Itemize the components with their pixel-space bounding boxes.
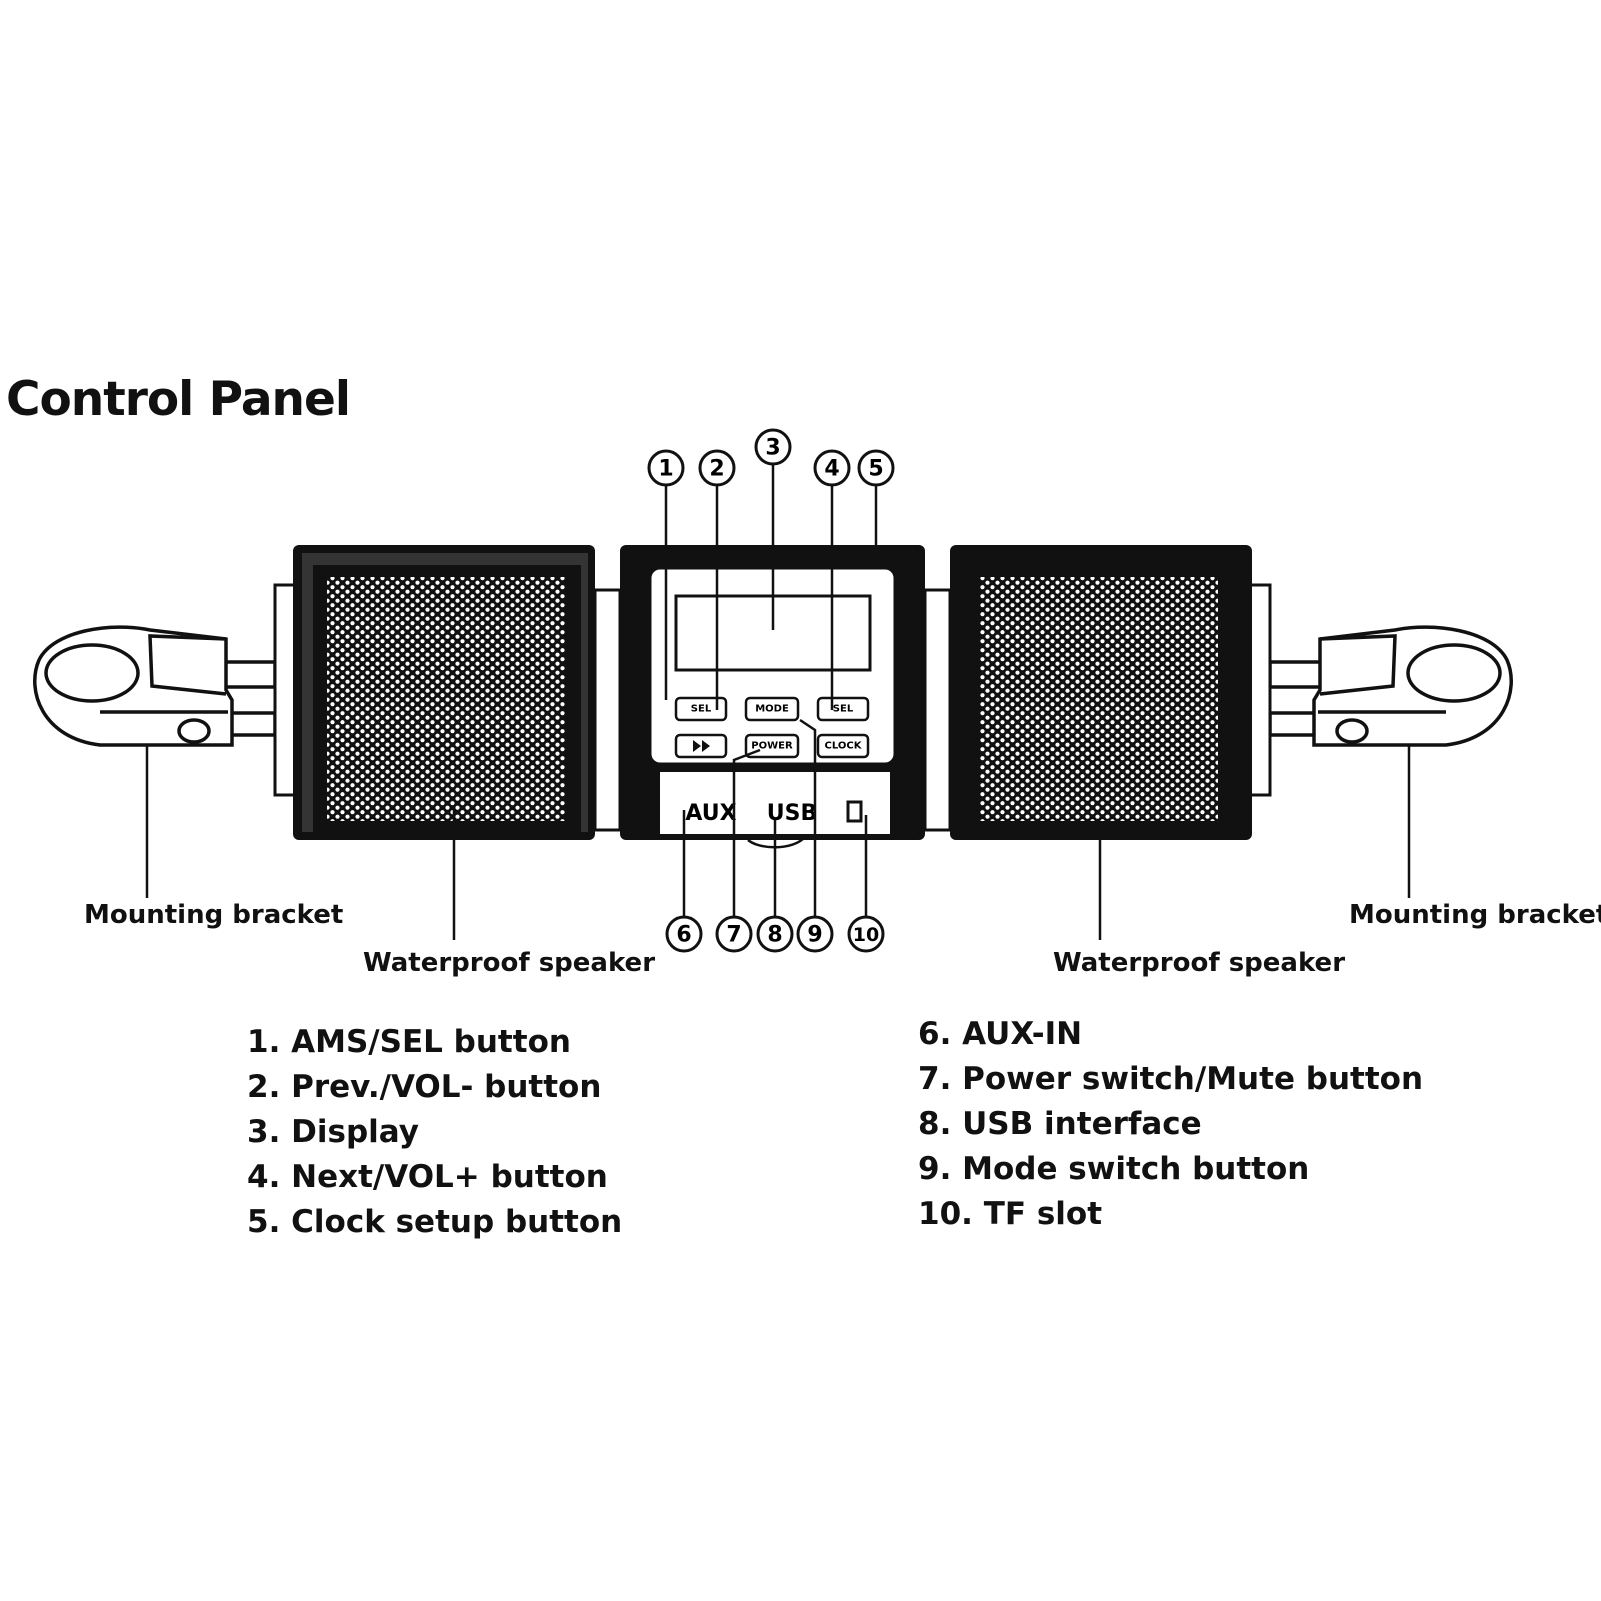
svg-text:3: 3 <box>765 436 780 461</box>
svg-text:7: 7 <box>726 923 741 948</box>
caption-speaker-right: Waterproof speaker <box>1053 948 1346 978</box>
callout-2: 2 <box>698 449 736 487</box>
play-forward-icon <box>693 740 710 752</box>
legend-item: 9. Mode switch button <box>918 1151 1310 1187</box>
mounting-bracket-left <box>33 625 277 747</box>
svg-text:9: 9 <box>807 923 822 948</box>
legend-item: 3. Display <box>247 1114 419 1150</box>
callout-markers: 1 2 3 4 5 6 7 8 9 10 <box>647 428 895 953</box>
legend-left: 1. AMS/SEL button 2. Prev./VOL- button 3… <box>247 1020 622 1245</box>
clock-setup-button[interactable] <box>816 733 870 759</box>
aux-port-label: AUX <box>685 801 736 826</box>
callout-5: 5 <box>857 449 895 487</box>
callout-10: 10 <box>847 915 885 953</box>
button-label: CLOCK <box>825 741 863 752</box>
button-label: POWER <box>751 741 793 752</box>
svg-text:6: 6 <box>676 923 691 948</box>
tf-slot-icon <box>846 800 863 823</box>
diagram-title: Control Panel <box>6 372 351 427</box>
legend-item: 6. AUX-IN <box>918 1016 1083 1052</box>
speaker-right <box>950 545 1272 840</box>
button-label: SEL <box>691 704 712 715</box>
legend-item: 8. USB interface <box>918 1106 1202 1142</box>
mounting-bracket-right <box>1268 625 1513 747</box>
caption-speaker-left: Waterproof speaker <box>363 948 656 978</box>
button-label: MODE <box>755 704 789 715</box>
speaker-left <box>273 545 595 840</box>
caption-bracket-right: Mounting bracket <box>1349 900 1601 930</box>
svg-text:2: 2 <box>709 457 724 482</box>
legend-item: 2. Prev./VOL- button <box>247 1069 602 1105</box>
legend-item: 5. Clock setup button <box>247 1204 623 1240</box>
svg-text:8: 8 <box>767 923 782 948</box>
leader-lines <box>145 464 1411 940</box>
callout-8: 8 <box>756 915 794 953</box>
legend-item: 1. AMS/SEL button <box>247 1024 571 1060</box>
legend-item: 4. Next/VOL+ button <box>247 1159 608 1195</box>
callout-1: 1 <box>647 449 685 487</box>
mode-button[interactable] <box>744 696 800 722</box>
callout-7: 7 <box>715 915 753 953</box>
callout-9: 9 <box>796 915 834 953</box>
callout-4: 4 <box>813 449 851 487</box>
legend-item: 7. Power switch/Mute button <box>918 1061 1424 1097</box>
svg-text:10: 10 <box>853 924 879 946</box>
next-vol-up-button[interactable] <box>816 696 870 722</box>
ams-sel-button[interactable] <box>674 696 728 722</box>
svg-text:1: 1 <box>658 457 673 482</box>
callout-6: 6 <box>665 915 703 953</box>
svg-text:4: 4 <box>824 457 839 482</box>
legend-right: 6. AUX-IN 7. Power switch/Mute button 8.… <box>918 1012 1423 1237</box>
caption-bracket-left: Mounting bracket <box>84 900 344 930</box>
legend-item: 10. TF slot <box>918 1196 1103 1232</box>
button-label: SEL <box>833 704 854 715</box>
svg-text:5: 5 <box>868 457 883 482</box>
control-unit: SEL MODE SEL POWER CLOCK AUX USB <box>620 545 925 849</box>
callout-3: 3 <box>754 428 792 466</box>
